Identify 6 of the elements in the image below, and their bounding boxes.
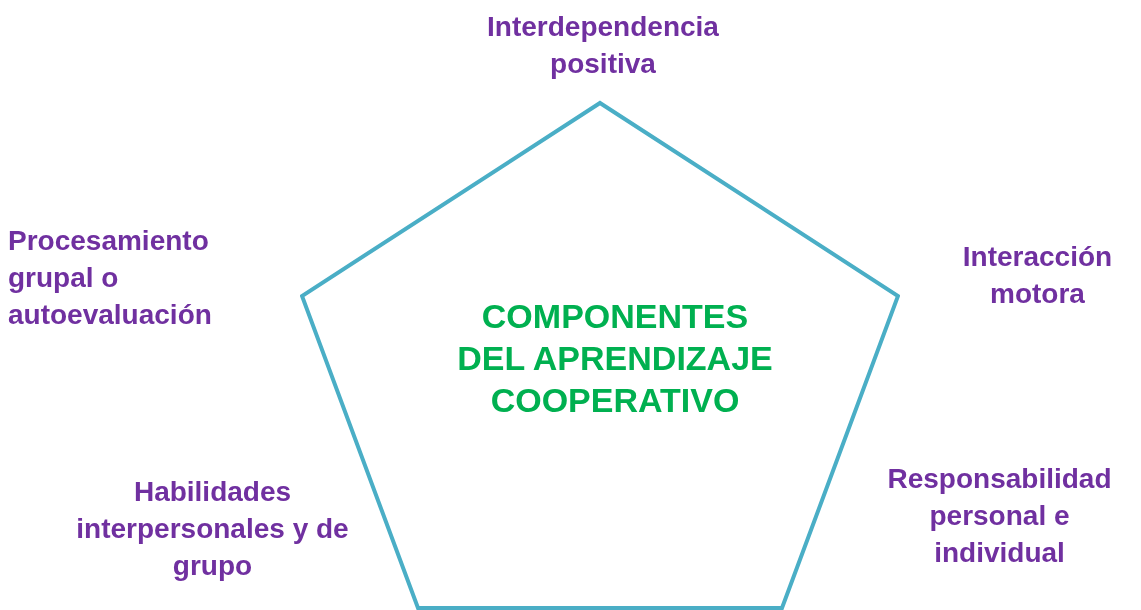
component-label: Habilidades interpersonales y de grupo [75, 475, 350, 583]
component-label: Interdependencia positiva [486, 10, 720, 81]
component-label: Interacción motora [961, 240, 1114, 311]
component-label: Procesamiento grupal o autoevaluación [8, 224, 213, 332]
component-label: Responsabilidad personal e individual [886, 462, 1113, 570]
center-title: COMPONENTES DEL APRENDIZAJE COOPERATIVO [456, 296, 774, 421]
